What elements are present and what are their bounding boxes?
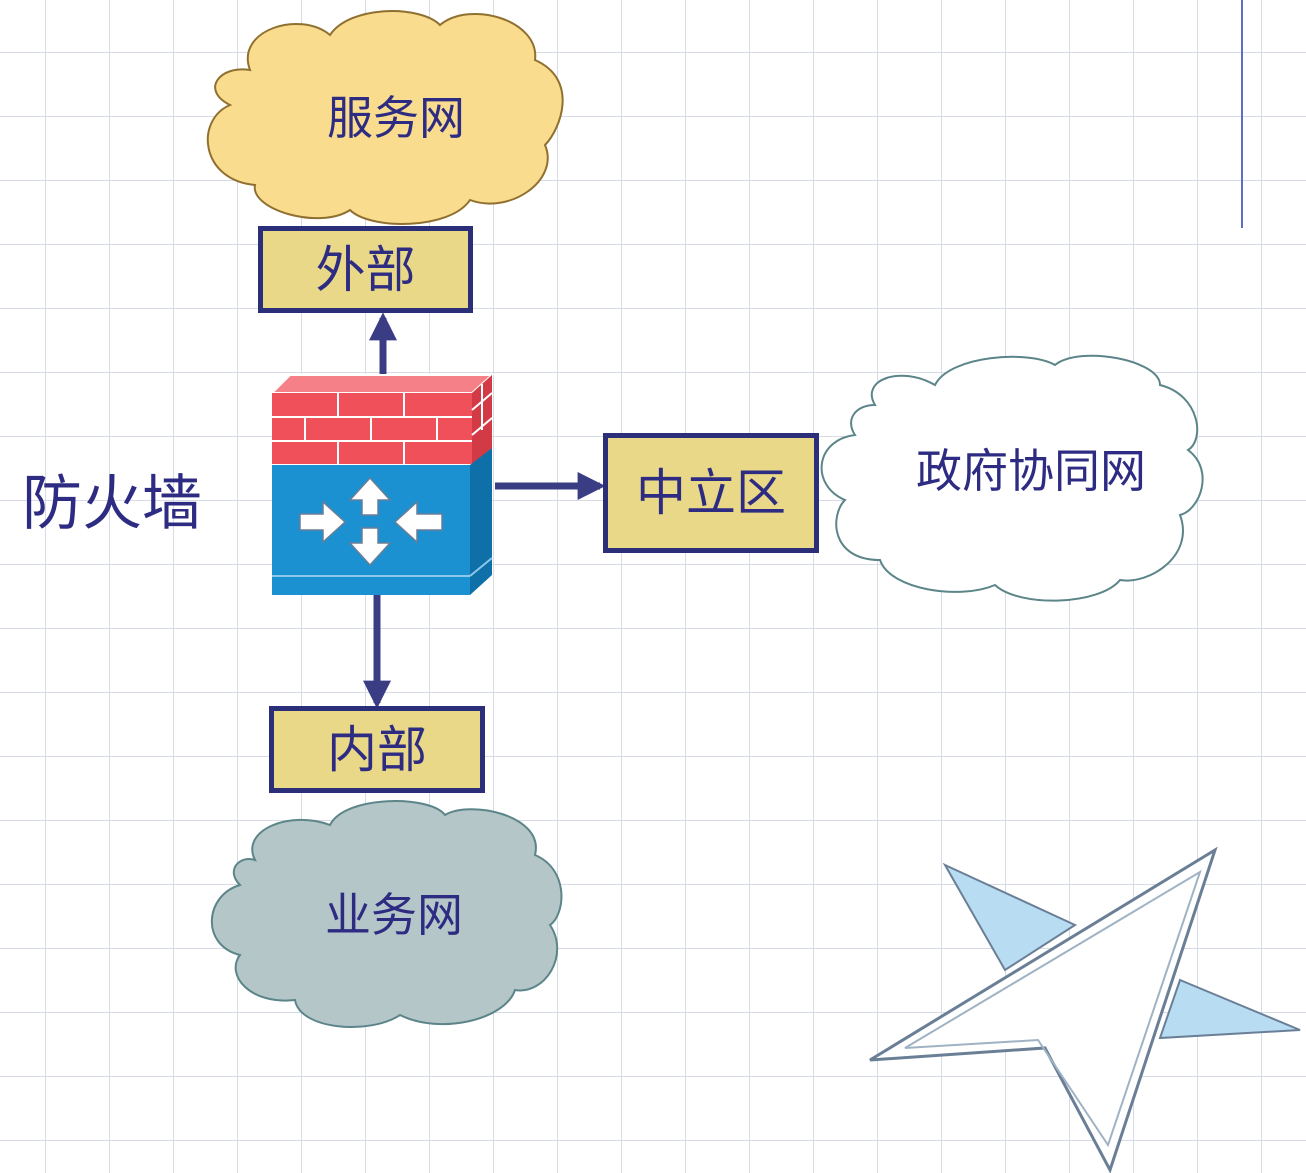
firewall-icon <box>269 374 495 595</box>
external-zone-label: 外部 <box>315 240 416 299</box>
external-zone-box: 外部 <box>258 226 473 313</box>
service-net-label: 服务网 <box>327 91 465 145</box>
internal-zone-box: 内部 <box>269 706 485 793</box>
business-net-cloud <box>210 800 563 1028</box>
business-net-label: 业务网 <box>325 888 463 942</box>
service-net-cloud <box>206 10 564 225</box>
dmz-zone-label: 中立区 <box>636 464 786 522</box>
dmz-zone-box: 中立区 <box>603 433 819 553</box>
star-logo-icon <box>869 846 1301 1173</box>
gov-net-label: 政府协同网 <box>916 444 1146 498</box>
side-label-firewall: 防火墙 <box>22 469 202 539</box>
gov-net-cloud <box>820 354 1204 602</box>
internal-zone-label: 内部 <box>327 720 427 779</box>
